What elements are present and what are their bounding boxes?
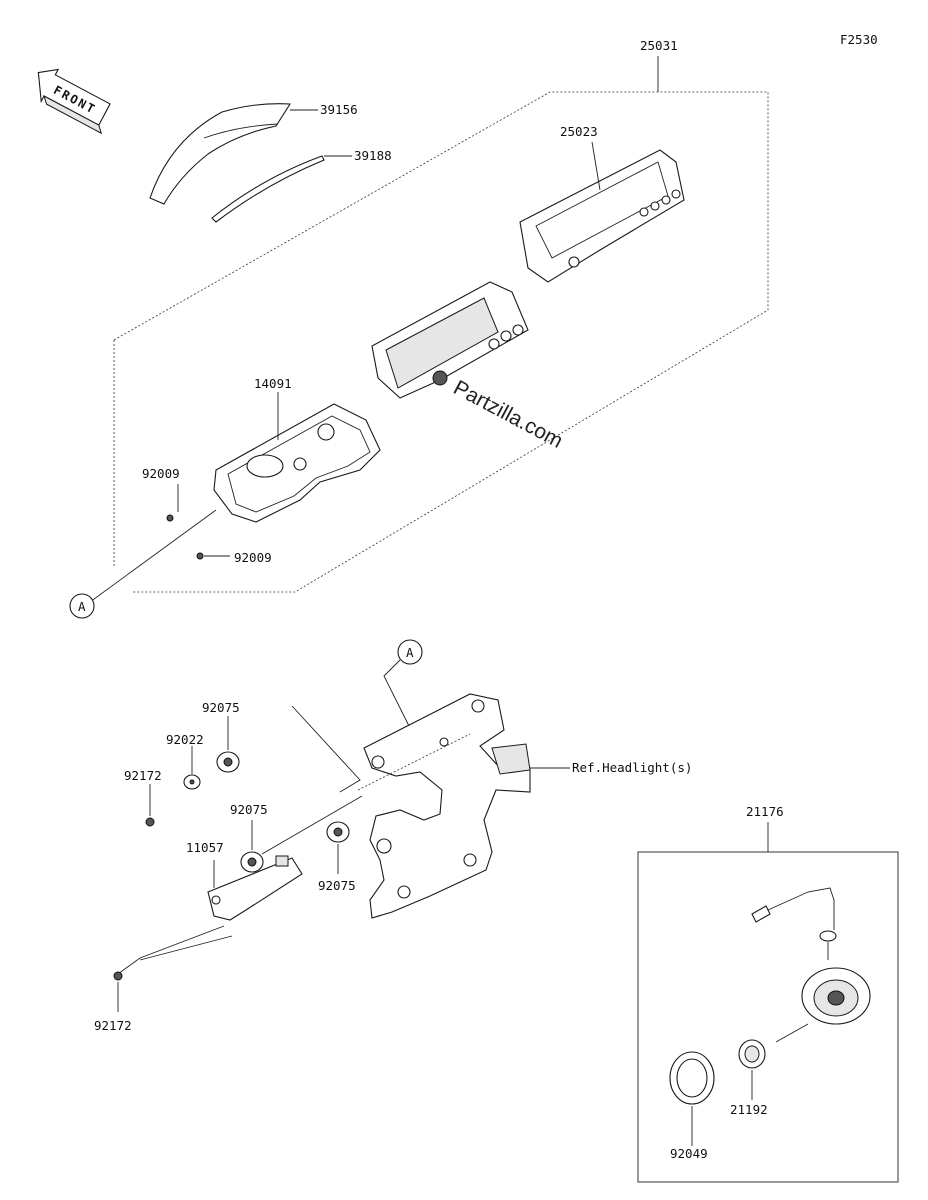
label-92075-a: 92075 [202,700,240,715]
reference-a-upper: A [69,509,217,619]
label-92172-b: 92172 [94,1018,132,1033]
part-11057-bracket[interactable] [117,855,303,975]
label-21176: 21176 [746,804,784,819]
svg-text:A: A [78,599,86,614]
headlight-stay[interactable] [363,693,570,919]
svg-text:A: A [406,645,414,660]
part-14091[interactable] [213,392,381,523]
grommet-92075-a[interactable] [216,716,240,773]
label-25023: 25023 [560,124,598,139]
label-39188: 39188 [354,148,392,163]
washer-92022[interactable] [183,746,201,790]
label-ref-headlight: Ref.Headlight(s) [572,760,692,775]
part-21192[interactable] [738,1039,766,1100]
part-92049[interactable] [669,1051,715,1146]
bolt-92172-b[interactable] [113,971,123,1012]
grommet-92075-c[interactable] [326,821,350,874]
label-21192: 21192 [730,1102,768,1117]
reference-a-lower: A [383,639,423,737]
part-25023[interactable] [519,141,685,283]
front-arrow-icon: FRONT [37,68,111,135]
label-14091: 14091 [254,376,292,391]
label-11057: 11057 [186,840,224,855]
meter-unit[interactable] [371,281,529,399]
label-39156: 39156 [320,102,358,117]
label-92009-a: 92009 [142,466,180,481]
label-25031: 25031 [640,38,678,53]
part-39156[interactable] [149,103,318,205]
label-92009-b: 92009 [234,550,272,565]
label-92075-b: 92075 [230,802,268,817]
assembly-25031-boundary [113,56,769,593]
assembly-21176-box [637,822,899,1183]
grommet-92075-b[interactable] [240,795,363,873]
alignment-dashes [357,733,471,791]
label-92049: 92049 [670,1146,708,1161]
label-92022: 92022 [166,732,204,747]
label-92172-a: 92172 [124,768,162,783]
watermark: Partzilla.com [450,376,567,453]
part-39188[interactable] [211,155,352,223]
leader-92075-a-stay [291,705,361,793]
label-92075-c: 92075 [318,878,356,893]
bolt-92172-a[interactable] [145,784,155,827]
part-21176[interactable] [751,887,871,1043]
screw-92009-b[interactable] [196,552,230,560]
figure-id: F2530 [840,32,878,47]
screw-92009-a[interactable] [166,484,179,522]
